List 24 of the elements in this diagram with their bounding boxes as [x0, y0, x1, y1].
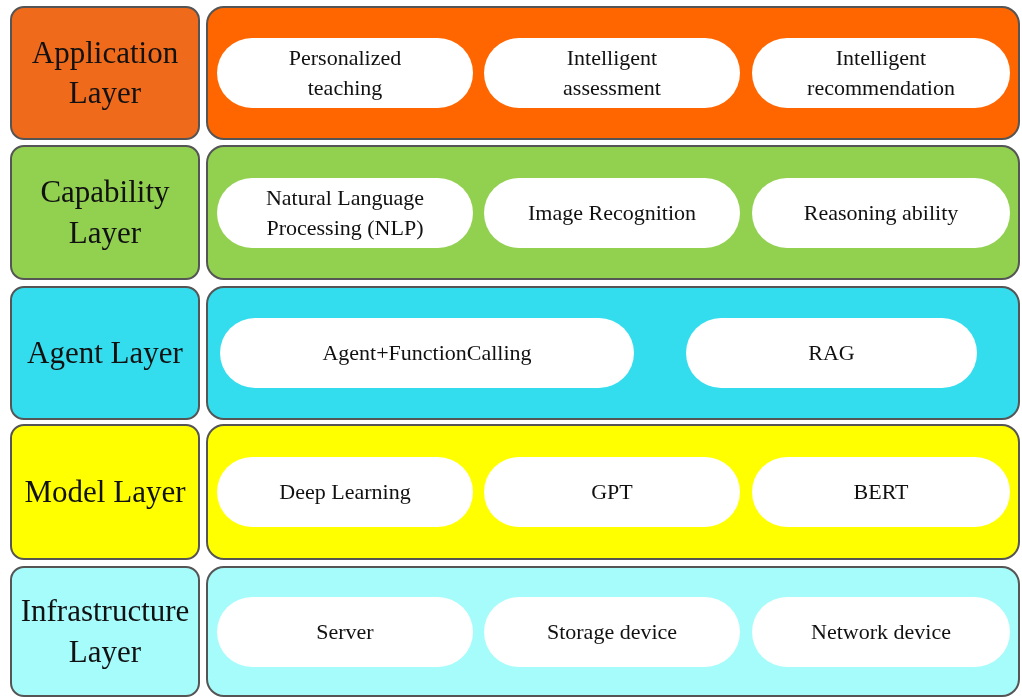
component-pill: Network device — [752, 597, 1010, 667]
component-pill: RAG — [686, 318, 977, 388]
component-pill: Storage device — [484, 597, 740, 667]
layer-panel — [206, 286, 1020, 420]
component-pill: Server — [217, 597, 473, 667]
layer-panel — [206, 145, 1020, 280]
layer-panel — [206, 6, 1020, 140]
component-pill: BERT — [752, 457, 1010, 527]
component-pill: GPT — [484, 457, 740, 527]
component-pill: Personalized teaching — [217, 38, 473, 108]
component-pill: Natural Language Processing (NLP) — [217, 178, 473, 248]
layer-panel — [206, 424, 1020, 560]
component-pill: Agent+FunctionCalling — [220, 318, 634, 388]
layer-panel — [206, 566, 1020, 697]
component-pill: Intelligent assessment — [484, 38, 740, 108]
component-pill: Image Recognition — [484, 178, 740, 248]
component-pill: Reasoning ability — [752, 178, 1010, 248]
layer-label: Infrastructure Layer — [10, 566, 200, 697]
component-pill: Deep Learning — [217, 457, 473, 527]
layer-label: Model Layer — [10, 424, 200, 560]
component-pill: Intelligent recommendation — [752, 38, 1010, 108]
layer-label: Agent Layer — [10, 286, 200, 420]
layer-label: Capability Layer — [10, 145, 200, 280]
layer-label: Application Layer — [10, 6, 200, 140]
